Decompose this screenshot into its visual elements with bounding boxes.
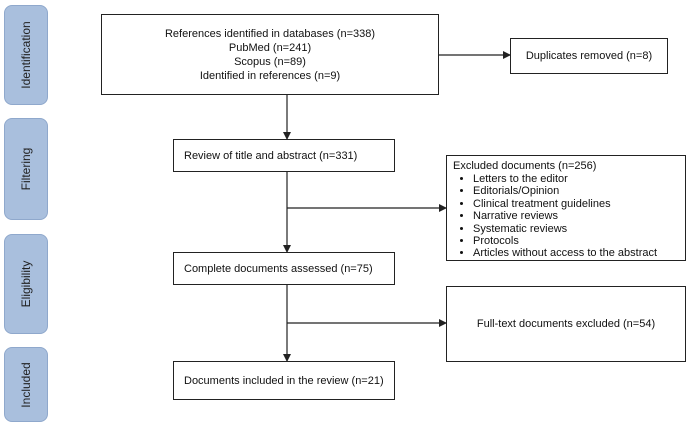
identification-box: References identified in databases (n=33…	[101, 14, 439, 95]
review-box: Review of title and abstract (n=331)	[173, 139, 395, 172]
phase-identification: Identification	[4, 5, 48, 105]
excluded-reason: Systematic reviews	[473, 223, 679, 235]
excluded-reason: Clinical treatment guidelines	[473, 198, 679, 210]
excluded-reason: Articles without access to the abstract	[473, 247, 679, 259]
fulltext-excluded-text: Full-text documents excluded (n=54)	[476, 318, 656, 330]
identification-line: References identified in databases (n=33…	[164, 27, 376, 40]
complete-documents-text: Complete documents assessed (n=75)	[184, 262, 373, 275]
excluded-reason: Protocols	[473, 235, 679, 247]
phase-eligibility: Eligibility	[4, 234, 48, 334]
phase-filtering: Filtering	[4, 118, 48, 220]
review-text: Review of title and abstract (n=331)	[184, 149, 358, 162]
excluded-title: Excluded documents (n=256)	[453, 160, 597, 172]
phase-included: Included	[4, 347, 48, 422]
included-text: Documents included in the review (n=21)	[184, 374, 384, 387]
included-box: Documents included in the review (n=21)	[173, 361, 395, 400]
identification-line: PubMed (n=241)	[228, 41, 312, 54]
identification-line: Scopus (n=89)	[234, 55, 306, 68]
complete-documents-box: Complete documents assessed (n=75)	[173, 252, 395, 285]
fulltext-excluded-box: Full-text documents excluded (n=54)	[446, 286, 686, 362]
excluded-documents-box: Excluded documents (n=256) Letters to th…	[446, 155, 686, 261]
excluded-reason: Letters to the editor	[473, 173, 679, 185]
excluded-reasons-list: Letters to the editor Editorials/Opinion…	[453, 173, 679, 260]
duplicates-removed-text: Duplicates removed (n=8)	[525, 50, 653, 62]
identification-line: Identified in references (n=9)	[199, 69, 341, 82]
excluded-reason: Editorials/Opinion	[473, 185, 679, 197]
duplicates-removed-box: Duplicates removed (n=8)	[510, 38, 668, 74]
excluded-reason: Narrative reviews	[473, 210, 679, 222]
